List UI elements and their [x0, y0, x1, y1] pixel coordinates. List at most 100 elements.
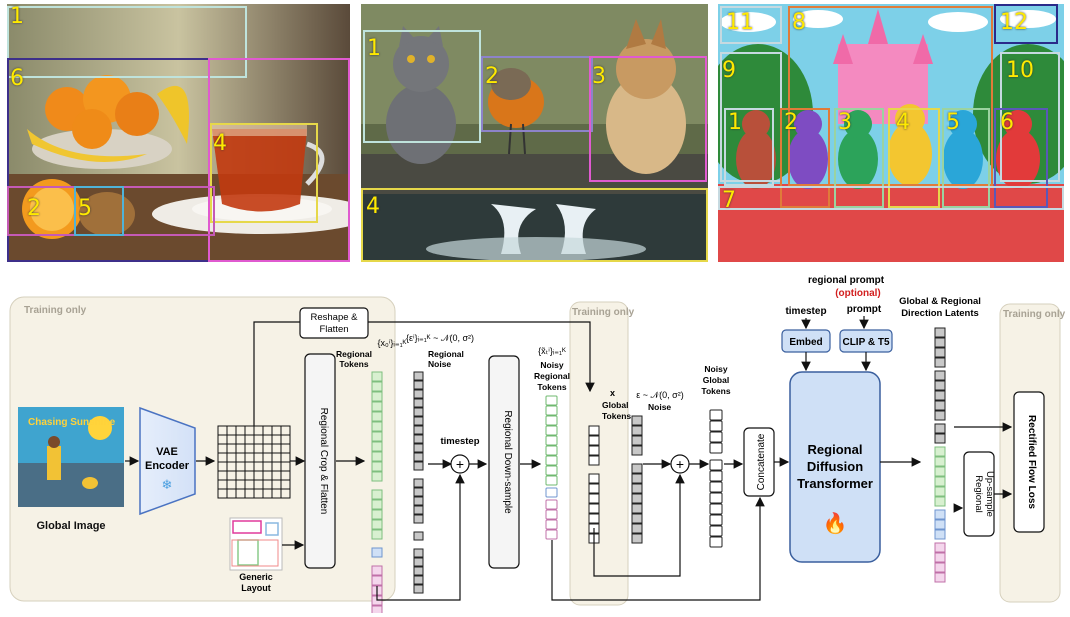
- token-cell: [413, 461, 424, 471]
- bbox-number: 2: [784, 110, 798, 135]
- token-cell: [934, 423, 946, 434]
- token-cell: [545, 499, 558, 510]
- example-image-pets: [361, 4, 708, 262]
- reshape-flatten-label: Reshape &: [310, 312, 358, 323]
- training-only-label: Training only: [24, 305, 87, 316]
- token-cell: [709, 536, 723, 548]
- token-cell: [631, 445, 643, 456]
- token-cell: [709, 525, 723, 537]
- token-cell: [413, 434, 424, 444]
- regional-noise-label: Regional: [428, 349, 464, 359]
- token-cell: [934, 400, 946, 411]
- token-cell: [631, 513, 643, 524]
- bbox-number: 10: [1006, 58, 1034, 83]
- token-cell: [631, 533, 643, 544]
- noise-column: [631, 415, 643, 544]
- token-cell: [709, 503, 723, 515]
- rdt-label: Regional: [808, 442, 863, 457]
- token-cell: [709, 470, 723, 482]
- bbox-region: [361, 188, 708, 262]
- bbox-region: [942, 108, 990, 208]
- token-cell: [545, 445, 558, 456]
- regional-tokens-label: Tokens: [339, 359, 368, 369]
- noisy-global-tokens-column: [709, 409, 723, 548]
- bbox-region: [994, 108, 1048, 208]
- rdt-label: Transformer: [797, 476, 873, 491]
- architecture-diagram: Training only Training only Training onl…: [9, 275, 1066, 613]
- token-cell: [631, 473, 643, 484]
- timestep-label: timestep: [785, 306, 826, 317]
- token-cell: [934, 456, 946, 467]
- token-cell: [934, 410, 946, 421]
- token-cell: [545, 475, 558, 486]
- vae-encoder: [139, 406, 196, 516]
- clip-t5-label: CLIP & T5: [842, 337, 889, 348]
- token-cell: [709, 514, 723, 526]
- generic-layout-label: Layout: [241, 583, 271, 593]
- token-cell: [588, 513, 600, 524]
- global-image: Chasing Sunshine: [18, 407, 124, 507]
- token-cell: [709, 442, 723, 454]
- token-cell: [934, 486, 946, 497]
- token-cell: [371, 605, 383, 613]
- add-operator-symbol: +: [456, 456, 464, 472]
- regional-up-sample-label: Regional: [973, 475, 984, 513]
- token-cell: [631, 435, 643, 446]
- token-cell: [413, 398, 424, 408]
- reshape-flatten-block: [299, 307, 369, 339]
- bbox-region: [208, 58, 350, 262]
- token-cell: [934, 380, 946, 391]
- global-tokens-label: Global: [602, 400, 628, 410]
- token-cell: [709, 420, 723, 432]
- rectified-flow-loss-label: Rectified Flow Loss: [1026, 415, 1037, 509]
- token-cell: [371, 489, 383, 500]
- token-cell: [934, 529, 946, 540]
- snowflake-icon: ❄: [162, 477, 173, 492]
- token-cell: [413, 416, 424, 426]
- global-tokens-label: Tokens: [602, 411, 631, 421]
- token-cell: [934, 572, 946, 583]
- prompt-label: prompt: [847, 304, 882, 315]
- arrow: [593, 473, 685, 577]
- x-symbol: x: [610, 388, 615, 398]
- regional-prompt-label: regional prompt: [808, 275, 885, 286]
- token-cell: [588, 455, 600, 466]
- token-cell: [588, 473, 600, 484]
- token-cell: [934, 357, 946, 368]
- bbox-number: 5: [78, 196, 92, 221]
- vae-encoder-label: VAE: [156, 446, 178, 458]
- global-image-caption-text: Chasing Sunshine: [28, 417, 116, 428]
- token-cell: [413, 496, 424, 506]
- training-only-label: Training only: [1003, 309, 1066, 320]
- token-cell: [413, 505, 424, 515]
- bbox-number: 2: [27, 196, 41, 221]
- bbox-region: [888, 108, 940, 208]
- token-cell: [413, 371, 424, 381]
- bbox-number: 4: [213, 131, 227, 156]
- token-cell: [371, 411, 383, 422]
- token-cell: [631, 483, 643, 494]
- regional-down-sample-label: Regional Down-sample: [502, 410, 513, 514]
- rdt-label: Diffusion: [807, 459, 863, 474]
- bbox-number: 1: [728, 110, 742, 135]
- latents-title: Global & Regional: [899, 296, 981, 307]
- token-cell: [545, 529, 558, 540]
- concatenate-label: Concatenate: [756, 433, 767, 490]
- regional-noise-column: [413, 371, 424, 594]
- arrow: [253, 321, 300, 426]
- bbox-region: [780, 108, 830, 208]
- optional-label: (optional): [835, 288, 881, 299]
- global-tokens-column: [588, 425, 600, 544]
- token-cell: [413, 389, 424, 399]
- token-cell: [545, 465, 558, 476]
- token-cell: [934, 370, 946, 381]
- token-cell: [545, 487, 558, 498]
- bbox-region: [481, 56, 593, 132]
- token-cell: [413, 380, 424, 390]
- bbox-number: 2: [485, 64, 499, 89]
- token-cell: [371, 519, 383, 530]
- token-cell: [709, 431, 723, 443]
- noisy-regional-tokens-label: Regional: [534, 371, 570, 381]
- bbox-region: [994, 4, 1058, 44]
- token-cell: [371, 461, 383, 472]
